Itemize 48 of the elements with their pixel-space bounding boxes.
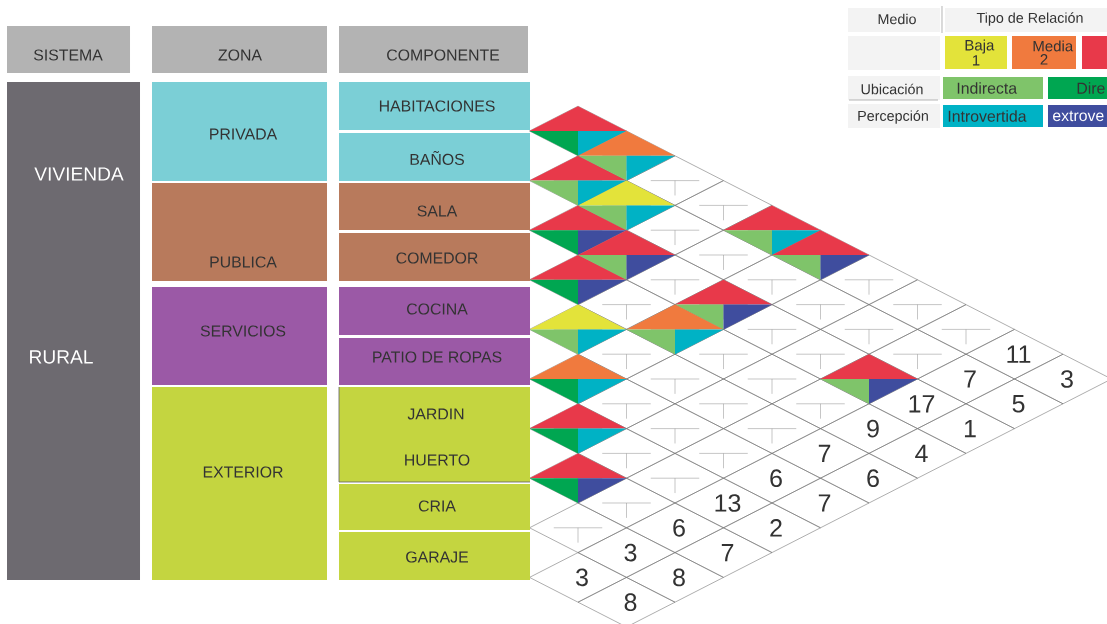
table-header: Tipo de Relación [976,12,1083,26]
cell-value: 11 [1007,345,1031,363]
component-box: BAÑOS [339,133,530,181]
cell-value: 3 [624,543,637,562]
cell-value: 3 [1061,370,1073,388]
legend-key: Baja 1 [945,36,1007,69]
cell-value: 9 [867,419,879,438]
legend-key: Dire [1048,77,1107,99]
component-box: CRIA [339,484,530,530]
table-header: Medio [878,13,916,25]
legend-key: Media 2 [1012,36,1076,69]
cell-value: 6 [770,469,782,488]
cell-value: 7 [818,494,831,512]
cell-value: 6 [673,518,685,537]
legend-key: extrove [1048,105,1107,127]
legend-key: Indirecta [943,77,1043,99]
cell-value: 13 [715,494,741,512]
component-box: PATIO DE ROPAS [339,338,530,385]
cell-value: 4 [915,444,928,462]
header-box: ZONA [152,26,327,73]
component-box: SALA [339,183,530,230]
cell-value: 7 [964,370,976,388]
component-box: COMEDOR [339,233,530,281]
table-header: Ubicación [861,83,923,95]
node-label: GARAJE [406,551,468,563]
zone-box: PRIVADA [152,82,327,181]
cell-value: 5 [1012,395,1025,413]
header-box: COMPONENTE [339,26,528,73]
system-bar: VIVIENDA RURAL [7,82,140,580]
cell-value: 8 [624,593,637,612]
legend-key: Introvertida [943,105,1043,127]
cell-value: 7 [721,544,734,562]
node-label: CRIA [418,500,456,512]
cell-value: 7 [818,444,831,462]
table-header: Percepción [858,110,928,124]
header-box: SISTEMA [7,26,130,73]
cell-value: 1 [964,420,976,438]
cell-value: 8 [673,568,685,587]
component-box: HABITACIONES [339,82,530,130]
cell-value: 6 [867,469,879,488]
zone-box: EXTERIOR [152,387,327,580]
component-box: GARAJE [339,532,530,580]
component-box: COCINA [339,287,530,335]
cell-value: 17 [909,395,935,413]
cell-value: 3 [576,568,588,587]
zone-box: PUBLICA [152,183,327,281]
cell-value: 2 [770,519,782,537]
zone-box: SERVICIOS [152,287,327,385]
